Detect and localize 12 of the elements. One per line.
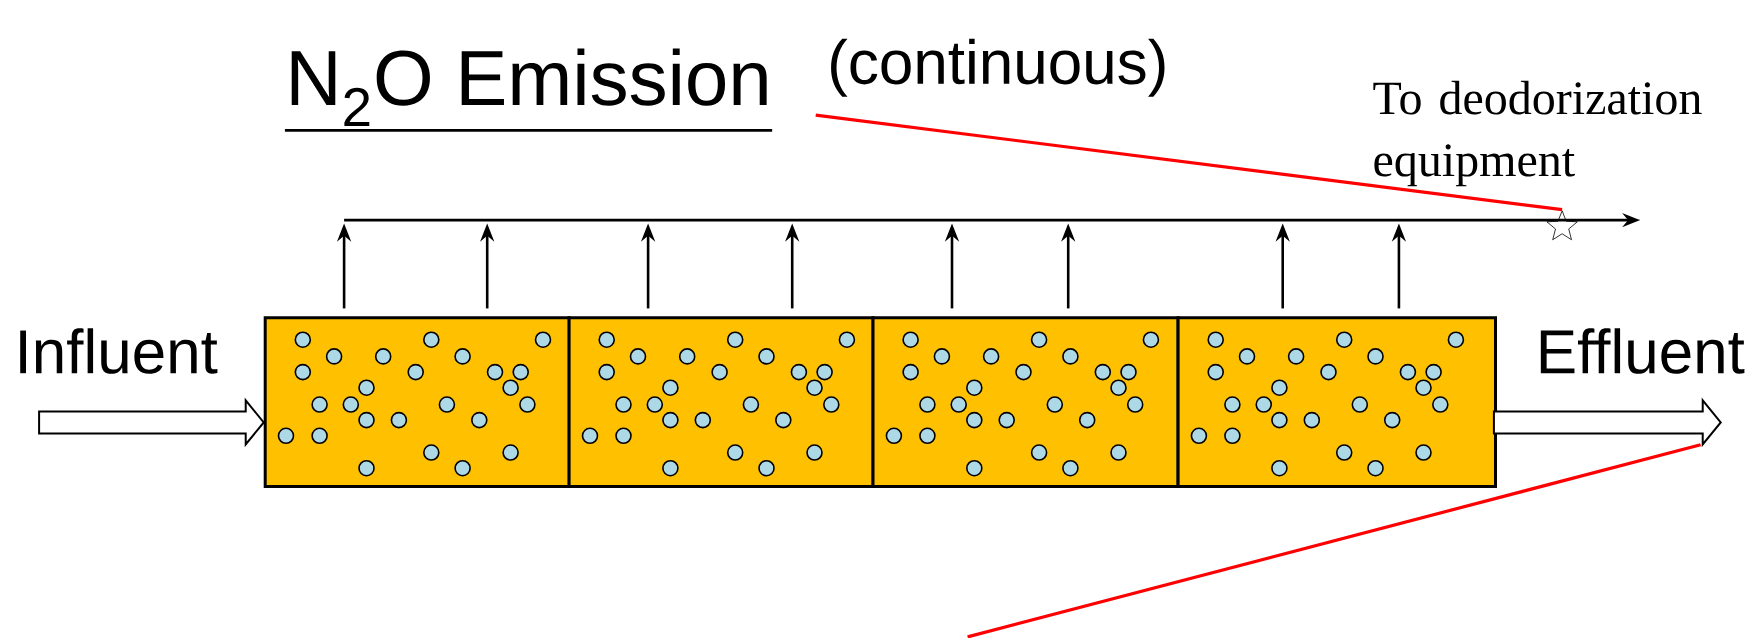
- label-text: (continuous): [831, 38, 1165, 97]
- label-text: Effluent: [1540, 328, 1745, 374]
- star-mark: [1546, 210, 1578, 241]
- label-text: Influent: [20, 328, 218, 374]
- leader-line: [815, 113, 1563, 212]
- tank-box: [263, 316, 571, 488]
- title: N$_{2}$O Emission: [284, 48, 773, 132]
- tank-box: [1176, 316, 1497, 488]
- block-arrow: [1492, 397, 1722, 448]
- block-arrow: [38, 397, 265, 448]
- label-text: To deodorization equipment: [1373, 80, 1702, 187]
- tank-box: [567, 316, 875, 488]
